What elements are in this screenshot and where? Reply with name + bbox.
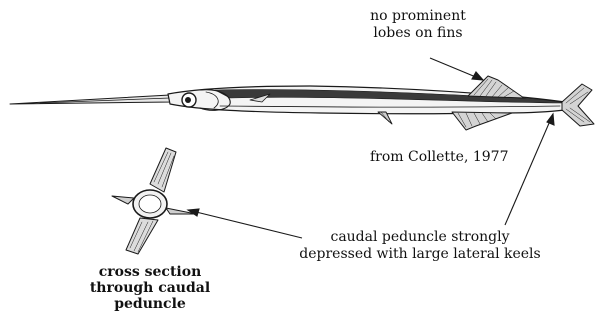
cross-section-left-keel [112, 196, 134, 204]
arrow-fins-note-head [472, 72, 483, 80]
peduncle-note-line-2: depressed with large lateral keels [299, 246, 540, 263]
peduncle-note-line-1: caudal peduncle strongly [299, 229, 540, 246]
cross-section-core [139, 195, 161, 213]
cross-section-label-line-1: cross section [90, 264, 210, 280]
fish-beak [10, 95, 172, 104]
fins-note: no prominent lobes on fins [370, 8, 466, 42]
source-credit: from Collette, 1977 [370, 149, 508, 166]
needlefish-illustration [10, 76, 594, 130]
arrow-cross-section [188, 210, 302, 238]
fins-note-line-2: lobes on fins [370, 25, 466, 42]
fins-note-line-1: no prominent [370, 8, 466, 25]
cross-section-lower-fin [126, 218, 158, 254]
cross-section-upper-fin [150, 148, 176, 192]
cross-section-label-line-2: through caudal [90, 280, 210, 296]
cross-section-label: cross section through caudal peduncle [90, 264, 210, 312]
arrow-peduncle-note [505, 114, 553, 225]
peduncle-note: caudal peduncle strongly depressed with … [299, 229, 540, 263]
cross-section-illustration [112, 148, 196, 254]
fish-anal-fin [452, 112, 512, 130]
fish-caudal-fin [562, 84, 594, 126]
cross-section-label-line-3: peduncle [90, 296, 210, 312]
arrow-peduncle-note-head [547, 114, 554, 125]
fish-pupil [185, 97, 191, 103]
